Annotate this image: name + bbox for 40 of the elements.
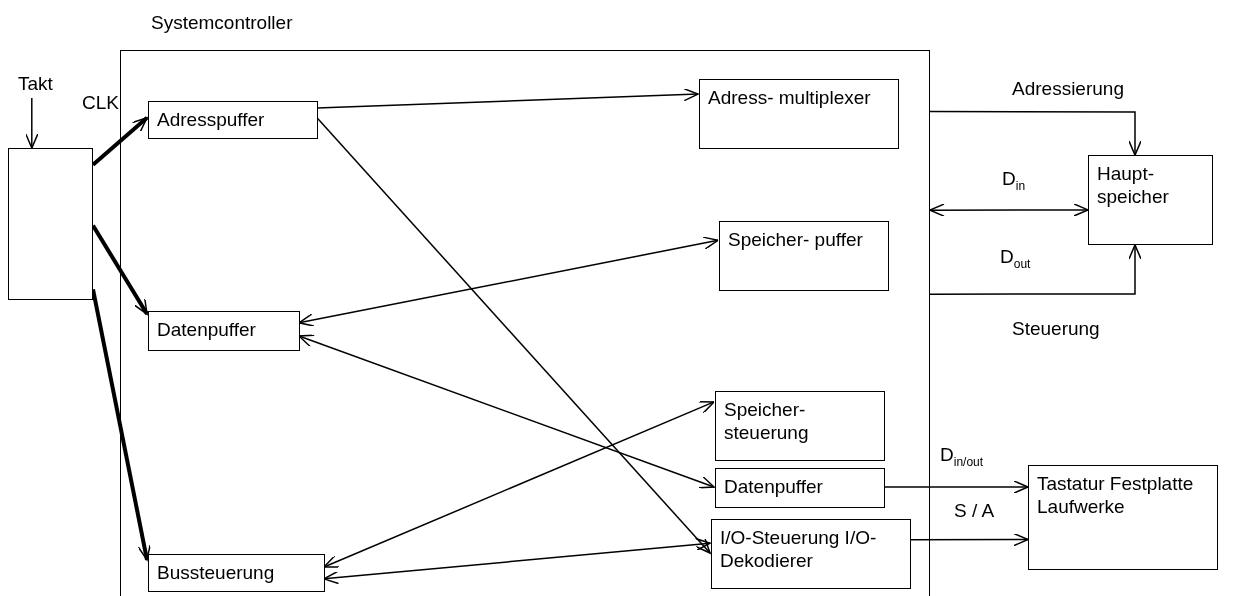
box-label: Speicher- puffer [727,228,864,252]
arrow [909,532,1029,547]
processor-box [8,148,93,300]
signal-label: D$_{out}$ [1000,246,1031,273]
box-label: Adress- multiplexer [707,86,872,110]
arrow [929,110,1142,156]
process-box [715,391,885,461]
box-label: Bussteuerung [156,561,276,585]
process-box [699,79,899,149]
box-label: Haupt- speicher [1096,162,1170,209]
process-box [148,311,300,351]
box-label: Datenpuffer [156,318,257,342]
box-label: Tastatur Festplatte Laufwerke [1036,472,1195,519]
arrow [91,288,151,561]
box-label: I/O-Steuerung I/O-Dekodierer [719,526,878,573]
arrow [323,401,715,568]
arrow [323,537,711,585]
process-box [711,519,911,589]
process-box [148,101,318,139]
process-box [715,468,885,508]
process-box [1028,465,1218,570]
arrow [91,116,149,167]
process-box [1088,155,1213,245]
arrow [883,480,1029,494]
arrow [316,87,699,109]
box-label: Adresspuffer [156,108,266,132]
box-label: Datenpuffer [723,475,824,499]
arrow [929,203,1089,217]
arrow [298,334,715,489]
box-label: Speicher- steuerung [723,398,810,445]
arrow [25,97,39,149]
arrow [929,244,1142,295]
process-box [719,221,889,291]
box-title: Systemcontroller [151,11,293,34]
process-box [148,554,325,592]
arrow [298,236,719,327]
arrow [316,117,711,554]
arrow [91,224,149,316]
text-label: Takt [18,72,78,98]
signal-label: CLK [82,92,119,114]
